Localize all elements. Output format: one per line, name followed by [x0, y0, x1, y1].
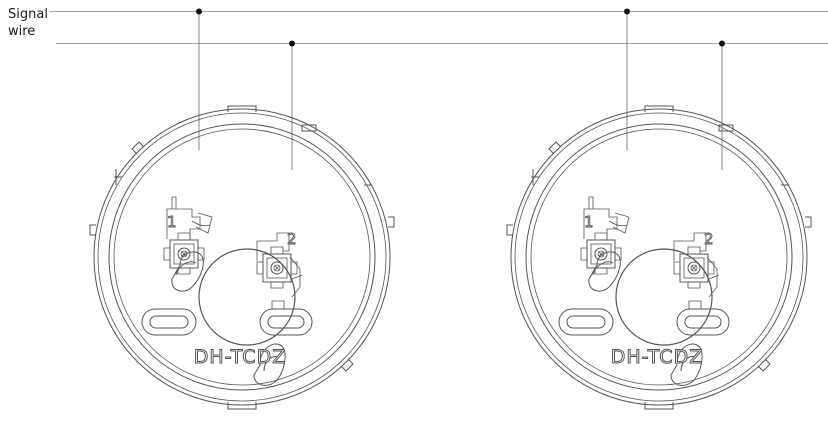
detector-base-right: 1 2 DH-TCDZ: [507, 106, 811, 409]
junction-dot: [289, 40, 295, 47]
model-label: DH-TCDZ: [611, 346, 703, 368]
terminal-label-2: 2: [704, 230, 714, 248]
terminal-label-2: 2: [287, 230, 297, 248]
junction-dot: [624, 8, 630, 15]
lead-line-left-2: [289, 40, 295, 170]
lead-line-left-1: [196, 8, 202, 150]
terminal-label-1: 1: [584, 213, 594, 231]
signal-wire-label: Signal wire: [8, 6, 48, 40]
lead-line-right-2: [719, 40, 725, 170]
junction-dot: [719, 40, 725, 47]
terminal-label-1: 1: [167, 213, 177, 231]
junction-dot: [196, 8, 202, 15]
detector-base-left: 1 2 DH-TCDZ: [90, 106, 394, 409]
signal-wire-label-line2: wire: [8, 24, 36, 39]
lead-line-right-1: [624, 8, 630, 150]
signal-wire-label-line1: Signal: [8, 7, 48, 22]
model-label: DH-TCDZ: [194, 346, 286, 368]
